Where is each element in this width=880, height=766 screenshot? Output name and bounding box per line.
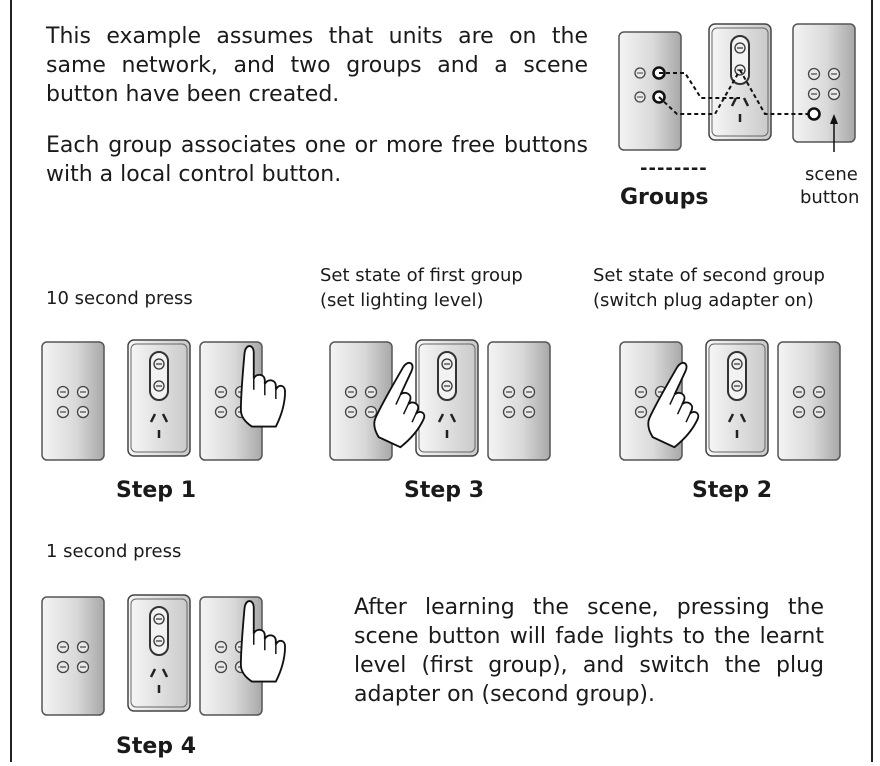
legend-left-plate: [618, 31, 682, 151]
legend-scene-label-1: scene: [805, 164, 858, 185]
step2-diagram: [619, 338, 841, 461]
step2-caption-1: Set state of second group: [593, 265, 825, 286]
legend-dashes: --------: [640, 158, 708, 179]
step4-diagram: [41, 593, 286, 716]
groups-legend-diagram: [618, 22, 856, 152]
step4-caption: 1 second press: [46, 541, 182, 562]
step3-caption-2: (set lighting level): [320, 290, 484, 311]
step1-caption: 10 second press: [46, 288, 193, 309]
legend-right-plate: [792, 23, 856, 143]
step4-title: Step 4: [116, 734, 196, 759]
step3-title: Step 3: [404, 478, 484, 503]
content-frame: [10, 0, 873, 762]
intro-paragraph-2: Each group associates one or more free b…: [46, 133, 588, 187]
step1-title: Step 1: [116, 478, 196, 503]
legend-groups-label: Groups: [620, 185, 709, 210]
outro-paragraph: After learning the scene, pressing the s…: [354, 595, 824, 707]
legend-scene-label-2: button: [800, 187, 860, 208]
legend-plug-adapter: [707, 22, 773, 142]
step3-caption-1: Set state of first group: [320, 265, 523, 286]
step2-caption-2: (switch plug adapter on): [593, 290, 814, 311]
step1-diagram: [41, 338, 286, 461]
intro-paragraph-1: This example assumes that units are on t…: [46, 24, 588, 107]
step3-diagram: [329, 338, 551, 461]
step2-title: Step 2: [692, 478, 772, 503]
